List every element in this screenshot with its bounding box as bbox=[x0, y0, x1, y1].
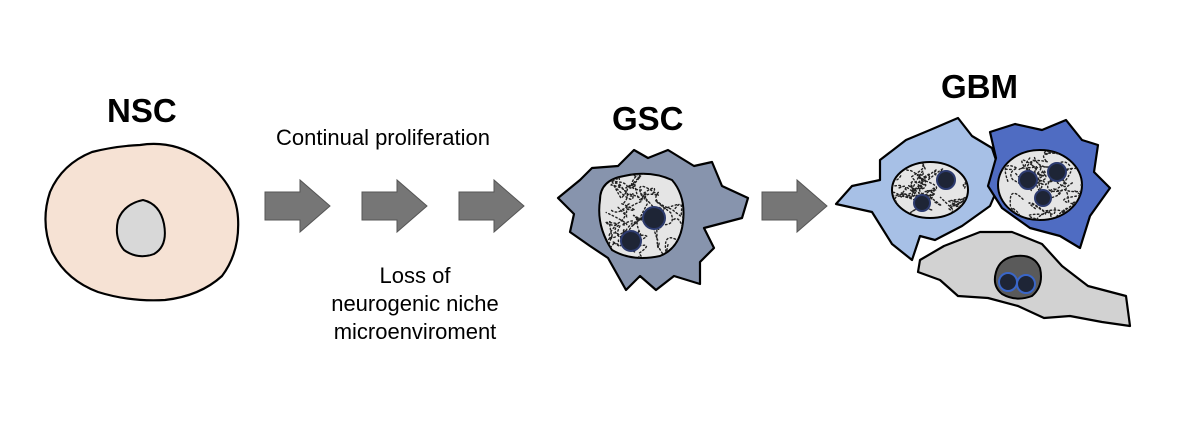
chromatin-strand bbox=[1018, 159, 1045, 178]
gbm-label: GBM bbox=[941, 68, 1018, 105]
chromatin-strand bbox=[673, 217, 684, 256]
gsc-chromatin-blob bbox=[620, 230, 642, 252]
chromatin-strand bbox=[1030, 150, 1060, 162]
arrow-1 bbox=[264, 178, 331, 234]
chromatin-strand bbox=[1057, 188, 1082, 205]
chromatin-strand bbox=[1043, 207, 1068, 220]
chromatin-strand bbox=[1065, 174, 1082, 193]
niche-loss-line-2: neurogenic niche bbox=[331, 291, 499, 316]
chromatin-strand bbox=[620, 193, 643, 211]
arrow-2 bbox=[361, 178, 428, 234]
gbm-chromatin-blob bbox=[1034, 189, 1052, 207]
chromatin-strand bbox=[623, 173, 643, 191]
gsc-label: GSC bbox=[612, 100, 684, 137]
gsc-chromatin-blob bbox=[642, 206, 666, 230]
nsc-nucleus bbox=[115, 198, 166, 258]
chromatin-strand bbox=[629, 173, 649, 189]
chromatin-strand bbox=[904, 182, 924, 214]
arrow-3 bbox=[458, 178, 525, 234]
gbm-chromatin-blob bbox=[1018, 170, 1038, 190]
chromatin-strand bbox=[910, 162, 927, 190]
chromatin-strand bbox=[892, 191, 907, 203]
niche-loss-line-3: microenviroment bbox=[333, 319, 497, 344]
gbm-chromatin-blob bbox=[1016, 274, 1036, 294]
chromatin-strand bbox=[924, 187, 942, 207]
continual-proliferation-text: Continual proliferation bbox=[276, 125, 491, 150]
chromatin-strand bbox=[625, 173, 642, 201]
gbm-chromatin-blob bbox=[936, 170, 956, 190]
chromatin-strand bbox=[637, 244, 648, 258]
gbm-chromatin-blob bbox=[1047, 162, 1067, 182]
gbm-chromatin-blob bbox=[913, 194, 931, 212]
chromatin-strand bbox=[639, 185, 660, 202]
chromatin-strand bbox=[605, 211, 634, 239]
chromatin-strand bbox=[604, 208, 626, 239]
chromatin-strand bbox=[912, 170, 938, 192]
niche-loss-text: Loss of neurogenic niche microenviroment bbox=[290, 262, 540, 346]
niche-loss-line-1: Loss of bbox=[379, 263, 451, 288]
chromatin-strand bbox=[948, 184, 968, 207]
chromatin-strand bbox=[910, 168, 944, 194]
chromatin-strand bbox=[892, 183, 903, 197]
chromatin-strand bbox=[1061, 189, 1082, 214]
gbm-chromatin-blob bbox=[998, 272, 1018, 292]
nsc-label: NSC bbox=[107, 92, 177, 129]
chromatin-strand bbox=[897, 185, 917, 198]
arrow-4 bbox=[761, 178, 828, 234]
chromatin-strand bbox=[610, 203, 631, 219]
